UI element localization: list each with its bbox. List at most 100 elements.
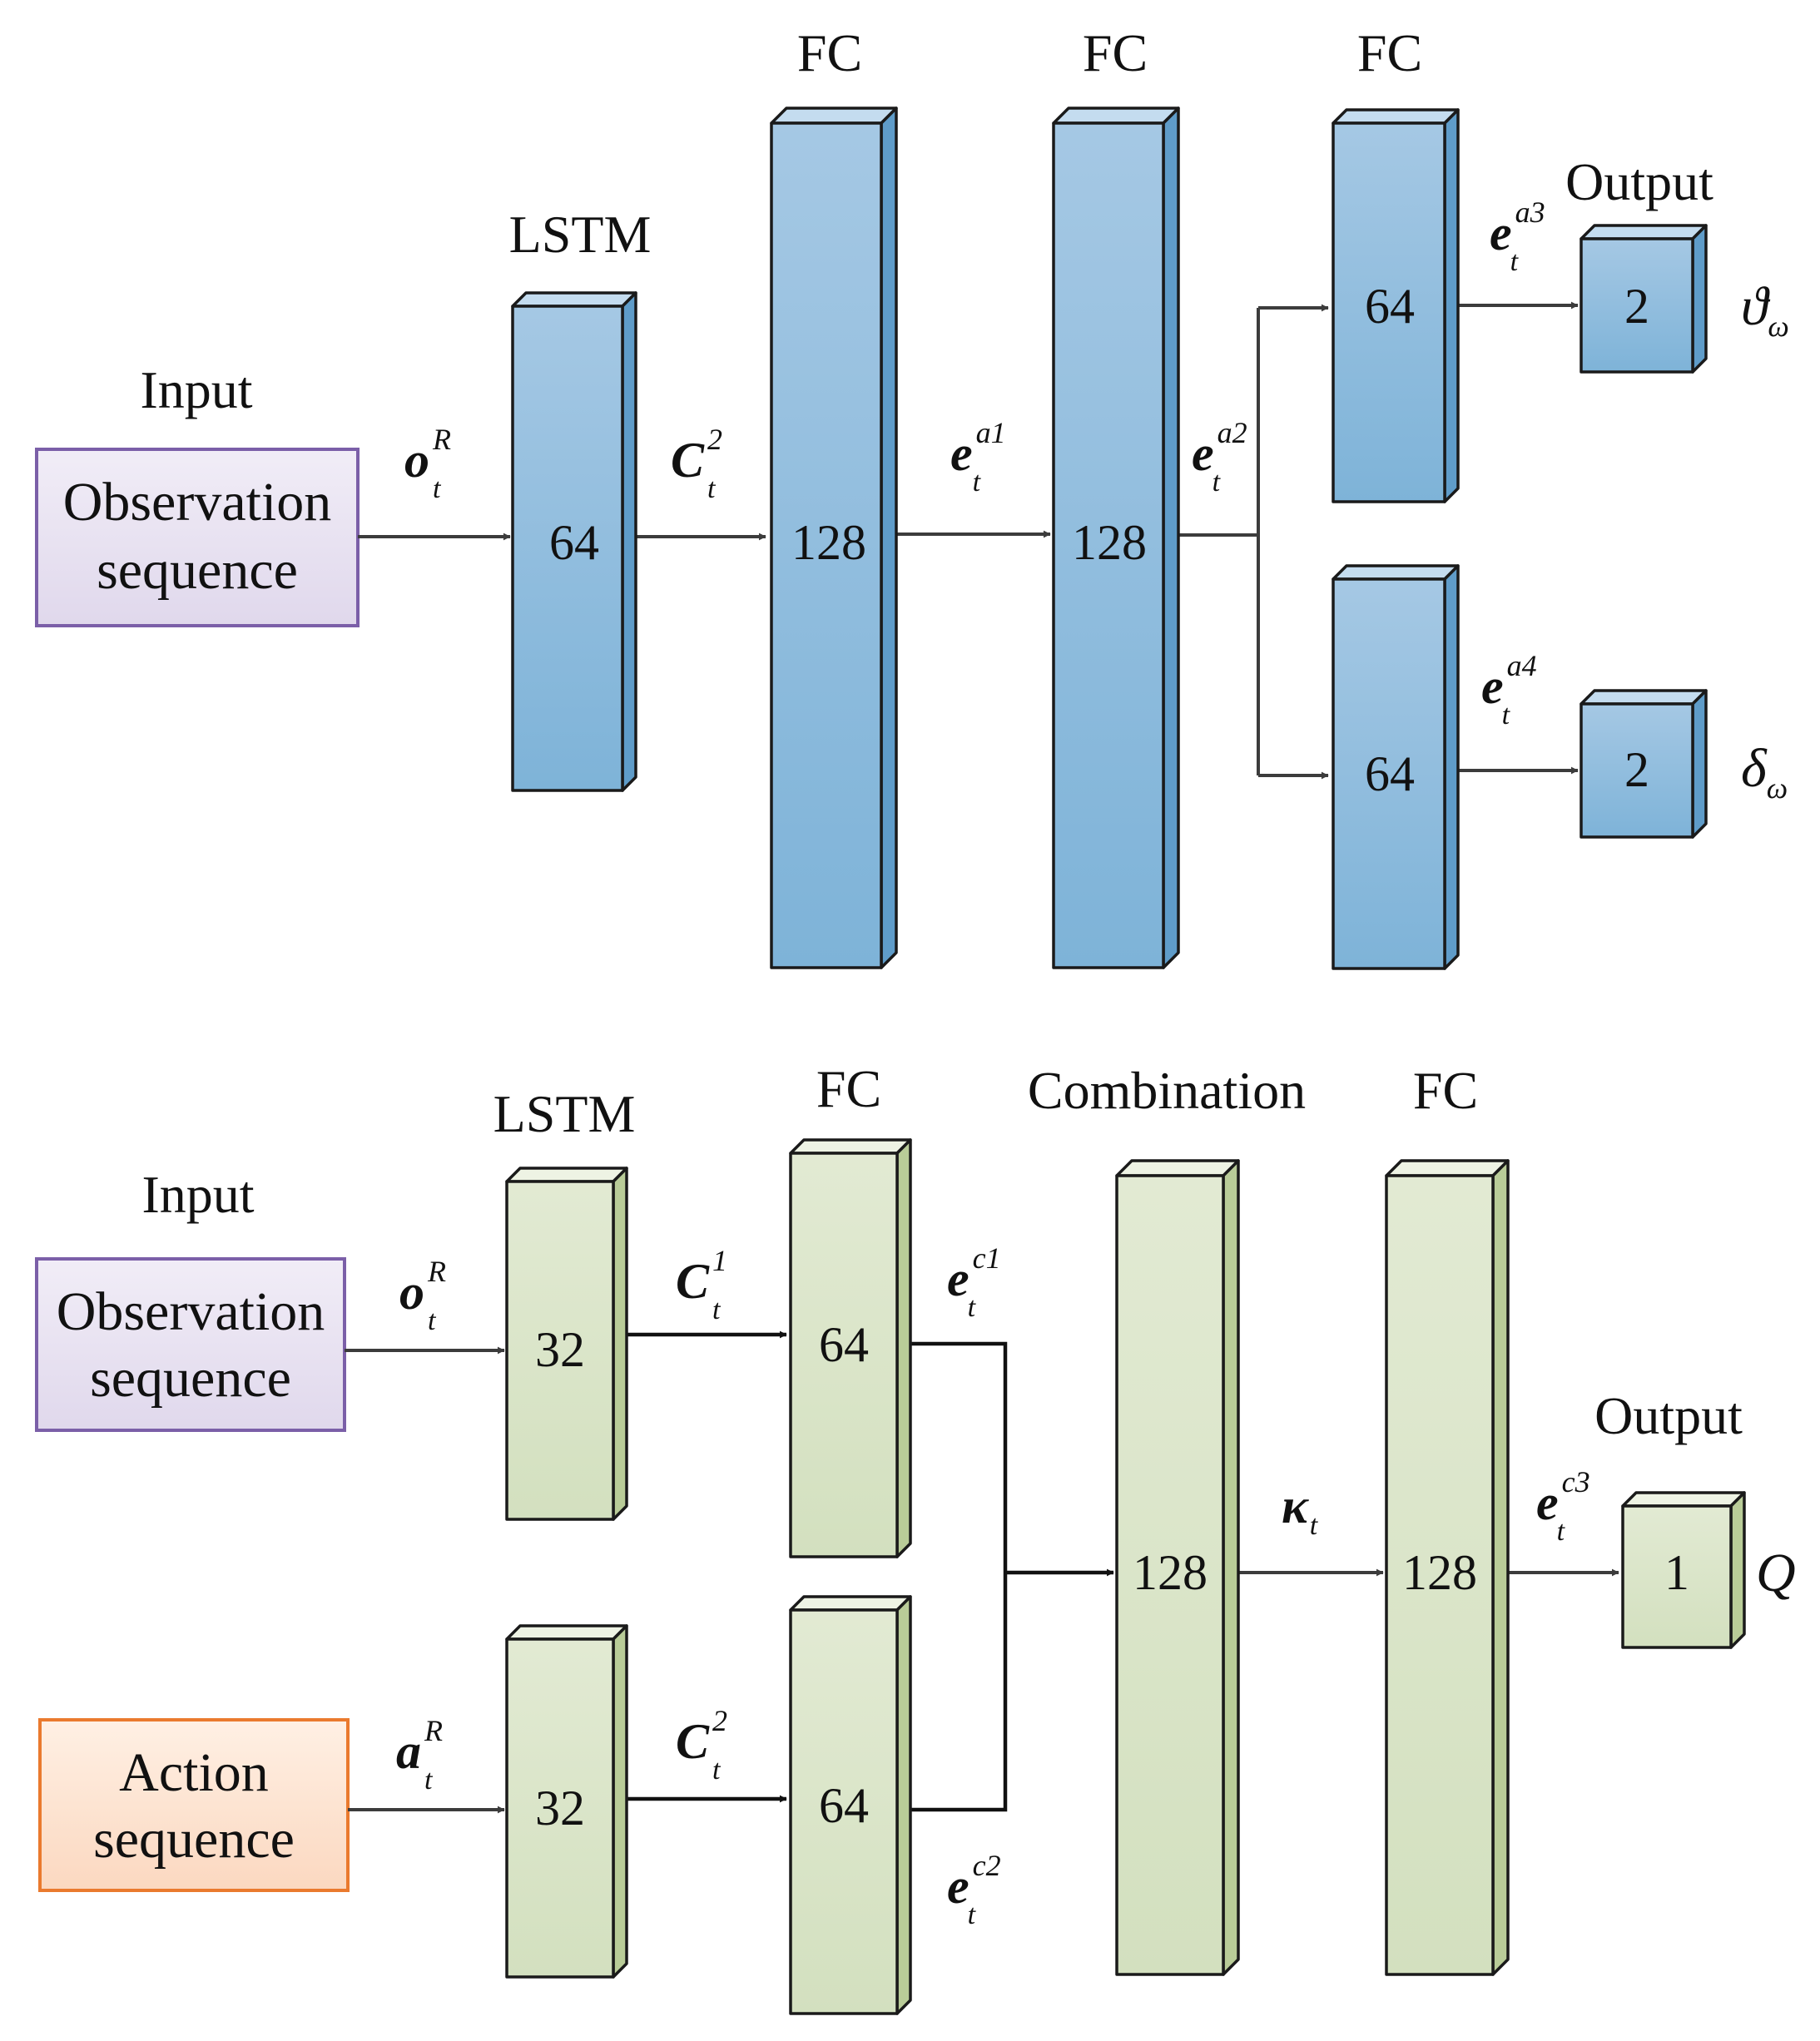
actor-output-bottom-block-front-face xyxy=(1579,702,1694,839)
actor-fc1-block-side-face xyxy=(880,107,898,969)
actor-fc2-block-front-face xyxy=(1052,121,1165,969)
critic-fc-top-block-front-face xyxy=(789,1152,899,1558)
critic-output-q: Q xyxy=(1756,1543,1796,1603)
critic-observation-box-line1: Observation xyxy=(57,1281,325,1342)
critic-fc-bottom-block xyxy=(789,1595,912,2015)
actor-fc3-bottom-block-front-face xyxy=(1332,577,1446,970)
actor-fc2-heading: FC xyxy=(1083,23,1148,82)
critic-combination-heading: Combination xyxy=(1028,1061,1306,1120)
critic-fc2-heading: FC xyxy=(1413,1061,1478,1120)
critic-fc-top-units: 64 xyxy=(819,1317,869,1372)
actor-network: Observation sequence xyxy=(35,23,1789,970)
critic-combination-block-top-face xyxy=(1115,1159,1240,1177)
actor-fc3-bottom-block xyxy=(1332,564,1460,970)
critic-lstm-top-block-side-face xyxy=(612,1167,628,1521)
critic-fc-bottom-block-top-face xyxy=(789,1595,912,1612)
actor-fc3-bottom-block-side-face xyxy=(1443,564,1460,970)
actor-output-top-block-top-face xyxy=(1579,224,1708,240)
critic-lstm-bottom-block-front-face xyxy=(505,1637,615,1979)
critic-output-block xyxy=(1621,1491,1746,1649)
actor-output-top-block xyxy=(1579,224,1708,374)
actor-fc3-top-units: 64 xyxy=(1365,279,1415,334)
critic-fc2-block xyxy=(1385,1159,1510,1976)
actor-fc3-bottom-units: 64 xyxy=(1365,746,1415,801)
critic-fc-bottom-block-front-face xyxy=(789,1608,899,2015)
actor-fc1-heading: FC xyxy=(797,23,862,82)
actor-output-top-block-side-face xyxy=(1691,224,1708,374)
critic-action-box: Action sequence xyxy=(38,1718,350,1892)
critic-fc2-block-top-face xyxy=(1385,1159,1510,1177)
critic-lstm-top-block-top-face xyxy=(505,1167,628,1183)
actor-fc3-heading: FC xyxy=(1357,23,1422,82)
actor-lstm-block xyxy=(511,291,637,792)
critic-output-units: 1 xyxy=(1664,1545,1689,1600)
critic-action-box-line1: Action xyxy=(119,1742,269,1803)
critic-fc2-block-side-face xyxy=(1491,1159,1510,1976)
actor-lstm-block-side-face xyxy=(621,291,637,792)
actor-lstm-units: 64 xyxy=(549,515,599,570)
actor-observation-box: Observation sequence xyxy=(35,448,360,627)
actor-observation-box-rect xyxy=(35,448,360,627)
critic-lstm-bottom-block-top-face xyxy=(505,1624,628,1641)
actor-fc2-block-top-face xyxy=(1052,107,1180,125)
critic-fc2-units: 128 xyxy=(1402,1545,1477,1600)
actor-lstm-heading: LSTM xyxy=(509,205,652,264)
critic-output-block-front-face xyxy=(1621,1504,1733,1649)
critic-fc-top-block-side-face xyxy=(895,1138,912,1558)
critic-lstm-heading: LSTM xyxy=(493,1084,636,1143)
critic-fc-bottom-units: 64 xyxy=(819,1778,869,1833)
critic-signal-kappa: κt xyxy=(1282,1479,1319,1541)
actor-observation-box-line1: Observation xyxy=(63,472,332,533)
actor-fc3-top-block xyxy=(1332,108,1460,503)
critic-action-box-line2: sequence xyxy=(93,1809,295,1870)
critic-network: Observation sequence Action sequence xyxy=(35,1059,1796,2015)
actor-lstm-block-top-face xyxy=(511,291,637,308)
critic-lstm-bottom-units: 32 xyxy=(535,1781,585,1835)
critic-lstm-bottom-block xyxy=(505,1624,628,1979)
actor-fc3-top-block-top-face xyxy=(1332,108,1460,125)
actor-fc1-block-top-face xyxy=(770,107,898,125)
critic-output-block-side-face xyxy=(1729,1491,1746,1649)
critic-combination-block-side-face xyxy=(1222,1159,1240,1976)
critic-merge-line xyxy=(907,1341,1113,1812)
actor-fc3-top-block-side-face xyxy=(1443,108,1460,503)
critic-observation-box-line2: sequence xyxy=(90,1348,291,1409)
critic-input-heading: Input xyxy=(141,1165,254,1224)
critic-observation-box: Observation sequence xyxy=(35,1257,346,1432)
actor-output-bottom-block xyxy=(1579,689,1708,839)
critic-fc-top-block-top-face xyxy=(789,1138,912,1155)
actor-output-bottom-block-top-face xyxy=(1579,689,1708,706)
critic-combination-block xyxy=(1115,1159,1240,1976)
critic-fc1-heading: FC xyxy=(816,1059,881,1118)
actor-fc2-block-side-face xyxy=(1162,107,1180,969)
actor-output-delta: δω xyxy=(1741,738,1788,805)
actor-fc3-top-block-front-face xyxy=(1332,121,1446,503)
actor-output-heading: Output xyxy=(1565,152,1713,211)
actor-branch-line xyxy=(1173,308,1260,775)
actor-fc2-block xyxy=(1052,107,1180,969)
actor-fc2-units: 128 xyxy=(1072,515,1147,570)
critic-output-heading: Output xyxy=(1594,1386,1743,1445)
critic-fc-bottom-block-side-face xyxy=(895,1595,912,2015)
actor-output-bottom-units: 2 xyxy=(1624,742,1649,797)
actor-output-theta: ϑω xyxy=(1741,276,1789,343)
actor-fc1-block xyxy=(770,107,898,969)
critic-fc2-block-front-face xyxy=(1385,1174,1495,1976)
actor-fc3-bottom-block-top-face xyxy=(1332,564,1460,581)
critic-lstm-bottom-block-side-face xyxy=(612,1624,628,1979)
actor-output-bottom-block-side-face xyxy=(1691,689,1708,839)
critic-observation-box-rect xyxy=(35,1257,346,1432)
